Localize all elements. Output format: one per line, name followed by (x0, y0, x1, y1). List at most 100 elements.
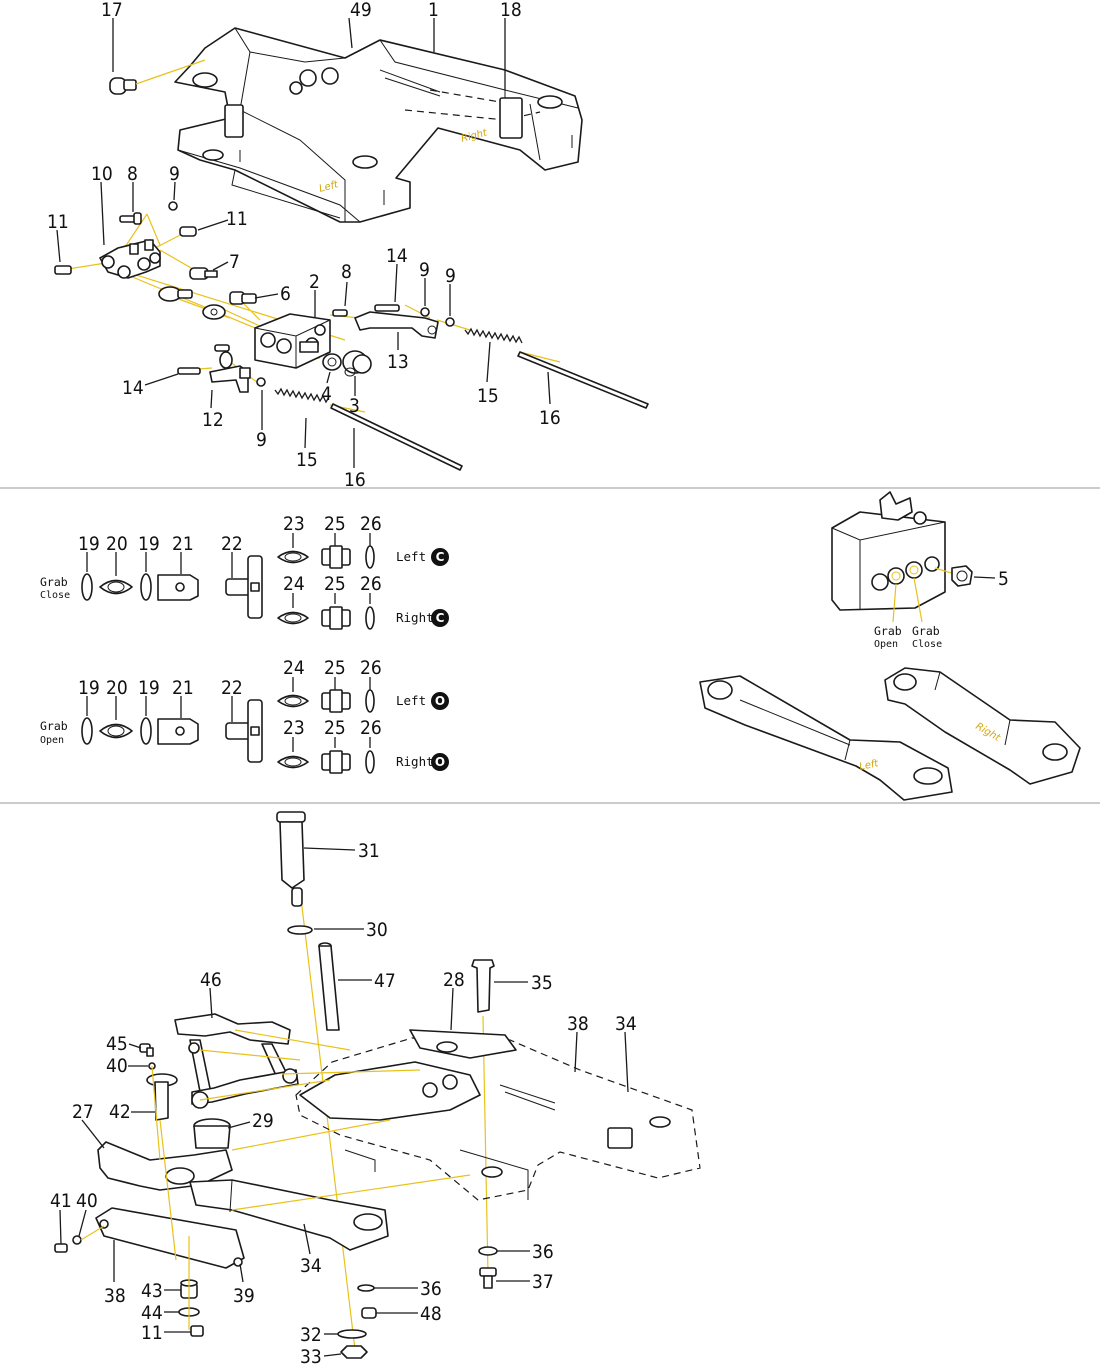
valve-block-2 (254, 313, 331, 369)
bolt-14-top (374, 304, 400, 312)
hose-num: 26 (360, 717, 382, 739)
callout-47: 47 (374, 970, 396, 992)
section-lower-assembly: 31 30 47 46 28 35 38 34 45 40 42 27 29 4… (50, 811, 701, 1365)
rod-16-upper (517, 351, 649, 409)
bolt-14-lower (177, 367, 201, 375)
leaders-section-1 (56, 17, 551, 468)
callout-34: 34 (615, 1013, 637, 1035)
bolt-37 (479, 1267, 497, 1289)
tee-22 (225, 555, 263, 619)
callout-2: 2 (309, 271, 320, 293)
linkage-10 (99, 239, 161, 279)
callout-9: 9 (256, 429, 267, 451)
washer-30 (287, 925, 313, 935)
callout-10: 10 (91, 163, 113, 185)
washer-36-a (478, 1246, 498, 1256)
section-upper-assembly: Right Left (47, 0, 649, 491)
hose-num: 21 (172, 533, 194, 555)
callout-30: 30 (366, 919, 388, 941)
callout-16: 16 (539, 407, 561, 429)
alignment-lines-bottom (80, 1029, 471, 1330)
callout-13: 13 (387, 351, 409, 373)
callout-17: 17 (101, 0, 123, 21)
lower-frame (295, 1029, 701, 1201)
washer-20 (99, 579, 133, 595)
banjo-21 (157, 574, 199, 601)
hose-row-open: Grab Open 19 20 19 21 22 (40, 657, 449, 774)
callout-40: 40 (106, 1055, 128, 1077)
callout-32: 32 (300, 1324, 322, 1346)
subrow-close-left: 23 25 26 Left C (277, 513, 449, 569)
leaders-section-3 (59, 847, 629, 1357)
row-label-close: Close (40, 590, 70, 601)
callout-36: 36 (420, 1278, 442, 1300)
side-label: Left (396, 693, 426, 708)
pin-42 (146, 1073, 178, 1121)
callout-8: 8 (341, 261, 352, 283)
callout-39: 39 (233, 1285, 255, 1307)
screw-lower (214, 344, 230, 352)
ball-joint-b (202, 304, 226, 320)
washer-32 (337, 1329, 367, 1339)
hose-num: 19 (138, 533, 160, 555)
callout-9: 9 (169, 163, 180, 185)
callout-31: 31 (358, 840, 380, 862)
valve-block-ports: 5 Grab Open Grab Close (831, 491, 1009, 650)
frame-left-label: Left (318, 179, 340, 195)
callout-7: 7 (229, 251, 240, 273)
linkage-46 (174, 1013, 299, 1109)
hose-num: 23 (283, 513, 305, 535)
hose-num: 21 (172, 677, 194, 699)
callout-40: 40 (76, 1190, 98, 1212)
nut-48 (361, 1307, 377, 1319)
plug-3 (342, 350, 372, 377)
callout-44: 44 (141, 1302, 163, 1324)
badge-close: C (436, 550, 445, 564)
port-label: Grab (874, 624, 902, 638)
hose-num: 20 (106, 533, 128, 555)
pin-35 (471, 959, 495, 1013)
callout-6: 6 (280, 283, 291, 305)
callout-9: 9 (419, 259, 430, 281)
banjo-21 (157, 718, 199, 745)
guard-38 (95, 1207, 245, 1269)
subrow-open-right: 23 25 26 Right O (277, 717, 449, 774)
callout-45: 45 (106, 1033, 128, 1055)
callout-1: 1 (428, 0, 439, 21)
nut-33 (340, 1345, 368, 1359)
hose-num: 25 (324, 657, 346, 679)
side-label: Right (396, 754, 434, 769)
hose-num: 25 (324, 573, 346, 595)
callout-16: 16 (344, 469, 366, 491)
nut-9-top (168, 201, 178, 211)
callout-8: 8 (127, 163, 138, 185)
ball-joint-a (158, 286, 193, 302)
callout-4: 4 (321, 383, 332, 405)
callout-29: 29 (252, 1110, 274, 1132)
side-label: Left (396, 549, 426, 564)
hose-row-close: Grab Close 19 20 19 21 22 (40, 513, 449, 630)
callout-9: 9 (445, 265, 456, 287)
screw-8-mid (332, 309, 348, 317)
washer-36-b (357, 1284, 375, 1292)
screw-41 (54, 1243, 68, 1253)
callout-5: 5 (998, 568, 1009, 590)
rod-16-lower (330, 403, 463, 471)
oring-19 (81, 573, 93, 601)
badge-close: C (436, 611, 445, 625)
hose-num: 26 (360, 513, 382, 535)
screw-11-lower (190, 1325, 204, 1337)
callout-11: 11 (226, 208, 248, 230)
hose-num: 23 (283, 717, 305, 739)
callout-42: 42 (109, 1101, 131, 1123)
row-label-open: Open (40, 735, 64, 746)
oring-19 (140, 573, 152, 601)
callout-14: 14 (122, 377, 144, 399)
washer-40-b (72, 1235, 82, 1245)
hose-num: 19 (78, 533, 100, 555)
lever-13 (354, 311, 439, 339)
callout-12: 12 (202, 409, 224, 431)
badge-open: O (435, 694, 445, 708)
cylinder-right: Right (884, 667, 1081, 785)
callout-28: 28 (443, 969, 465, 991)
